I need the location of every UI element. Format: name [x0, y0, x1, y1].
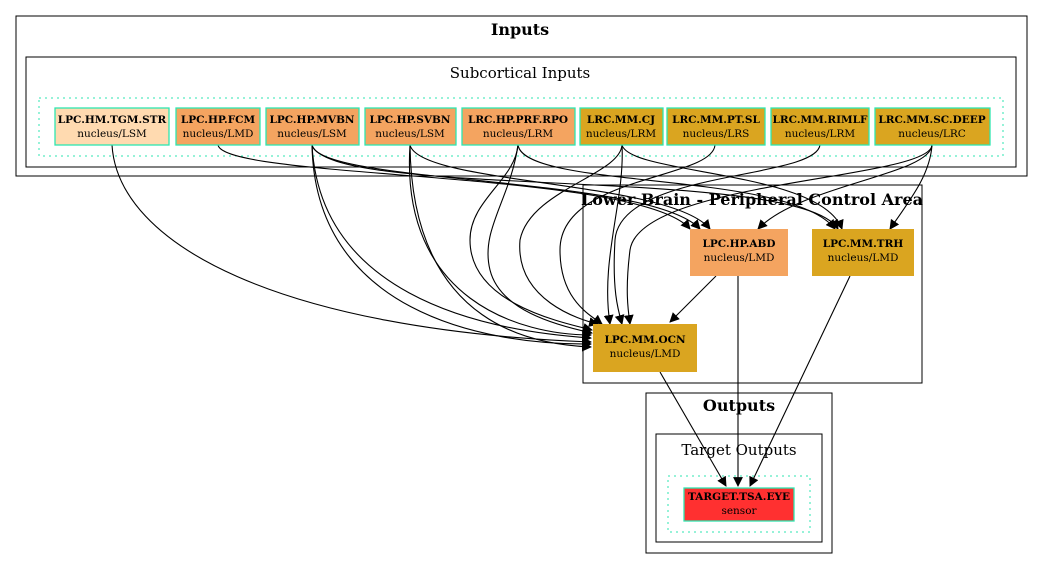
node-title: LPC.MM.OCN: [604, 334, 686, 346]
cluster-target-outputs-label: Target Outputs: [681, 441, 796, 459]
node-subtitle: nucleus/LMD: [610, 348, 681, 360]
node-lpc-hm-tgm-str[interactable]: LPC.HM.TGM.STR nucleus/LSM: [54, 107, 170, 146]
cluster-target-outputs: Target Outputs: [655, 433, 823, 543]
node-title: LPC.HP.ABD: [703, 238, 776, 250]
node-title: LRC.MM.CJ: [587, 114, 655, 126]
edge-mvbn-trh: [311, 144, 839, 230]
node-subtitle: nucleus/LRC: [898, 128, 966, 140]
node-lrc-mm-rimlf[interactable]: LRC.MM.RIMLF nucleus/LRM: [770, 107, 870, 146]
node-subtitle: nucleus/LRM: [483, 128, 554, 140]
edge-mvbn-ocn-b: [311, 144, 592, 350]
cluster-outputs: Outputs: [645, 392, 833, 554]
edge-svbn-ocn-b: [409, 144, 592, 352]
node-title: LRC.MM.SC.DEEP: [878, 114, 985, 126]
node-subtitle: nucleus/LRS: [683, 128, 750, 140]
node-lrc-mm-pt-sl[interactable]: LRC.MM.PT.SL nucleus/LRS: [666, 107, 766, 146]
node-lpc-hp-svbn[interactable]: LPC.HP.SVBN nucleus/LSM: [364, 107, 457, 146]
node-title: LRC.MM.RIMLF: [773, 114, 868, 126]
edge-cj-ocn-b: [603, 144, 623, 325]
node-subtitle: nucleus/LRM: [586, 128, 657, 140]
edge-scdeep-trh: [889, 144, 933, 230]
node-subtitle: nucleus/LSM: [77, 128, 147, 140]
node-title: LPC.HP.MVBN: [269, 114, 354, 126]
edge-mvbn-abd: [311, 144, 701, 230]
node-title: LPC.HP.SVBN: [369, 114, 450, 126]
edge-scdeep-ocn: [623, 144, 933, 325]
node-lpc-hp-fcm[interactable]: LPC.HP.FCM nucleus/LMD: [175, 107, 261, 146]
node-subtitle: nucleus/LMD: [704, 252, 775, 264]
edge-ptsl-ocn: [559, 144, 716, 325]
edge-prf-ocn-b: [487, 144, 593, 336]
node-lrc-mm-sc-deep[interactable]: LRC.MM.SC.DEEP nucleus/LRC: [874, 107, 991, 146]
edge-prf-ocn-a: [469, 144, 593, 333]
node-title: LPC.HM.TGM.STR: [58, 114, 167, 126]
cluster-outputs-label: Outputs: [703, 396, 775, 415]
node-lpc-hp-mvbn[interactable]: LPC.HP.MVBN nucleus/LSM: [265, 107, 360, 146]
edge-str-ocn: [111, 144, 592, 347]
edge-svbn-abd: [409, 144, 711, 230]
edge-mvbn-ocn-a: [311, 144, 592, 343]
cluster-subcortical-inputs: Subcortical Inputs: [25, 56, 1017, 168]
node-subtitle: nucleus/LMD: [828, 252, 899, 264]
node-subtitle: sensor: [721, 505, 757, 517]
edge-abd-ocn: [669, 275, 717, 323]
edge-prf-trh: [517, 144, 836, 230]
node-title: TARGET.TSA.EYE: [688, 491, 790, 503]
node-lpc-mm-trh[interactable]: LPC.MM.TRH nucleus/LMD: [812, 229, 914, 276]
node-lpc-hp-abd[interactable]: LPC.HP.ABD nucleus/LMD: [690, 229, 788, 276]
edge-ocn-eye: [659, 371, 727, 487]
node-title: LPC.HP.FCM: [181, 114, 256, 126]
node-title: LPC.MM.TRH: [823, 238, 904, 250]
cluster-lower-brain: Lower Brain - Peripheral Control Area: [581, 184, 923, 384]
node-lpc-mm-ocn[interactable]: LPC.MM.OCN nucleus/LMD: [593, 324, 697, 372]
node-lrc-mm-cj[interactable]: LRC.MM.CJ nucleus/LRM: [579, 107, 664, 146]
node-subtitle: nucleus/LSM: [277, 128, 347, 140]
node-subtitle: nucleus/LMD: [183, 128, 254, 140]
cluster-inputs: Inputs: [15, 15, 1028, 177]
edge-cj-trh: [621, 144, 844, 230]
node-target-tsa-eye[interactable]: TARGET.TSA.EYE sensor: [683, 487, 795, 522]
node-lrc-hp-prf-rpo[interactable]: LRC.HP.PRF.RPO nucleus/LRM: [461, 107, 576, 146]
node-subtitle: nucleus/LRM: [785, 128, 856, 140]
edge-scdeep-abd: [757, 144, 933, 230]
cluster-lower-brain-label: Lower Brain - Peripheral Control Area: [581, 190, 923, 209]
edge-svbn-ocn-a: [408, 144, 592, 340]
cluster-subcortical-label: Subcortical Inputs: [450, 64, 590, 82]
edges: [111, 144, 933, 487]
node-subtitle: nucleus/LSM: [375, 128, 445, 140]
node-title: LRC.HP.PRF.RPO: [468, 114, 568, 126]
cluster-inputs-label: Inputs: [491, 20, 549, 39]
edge-trh-eye: [749, 275, 851, 487]
edge-cj-ocn-a: [519, 144, 623, 327]
edge-rimlf-ocn: [613, 144, 821, 325]
node-title: LRC.MM.PT.SL: [672, 114, 760, 126]
edge-fcm-abd: [217, 144, 691, 230]
